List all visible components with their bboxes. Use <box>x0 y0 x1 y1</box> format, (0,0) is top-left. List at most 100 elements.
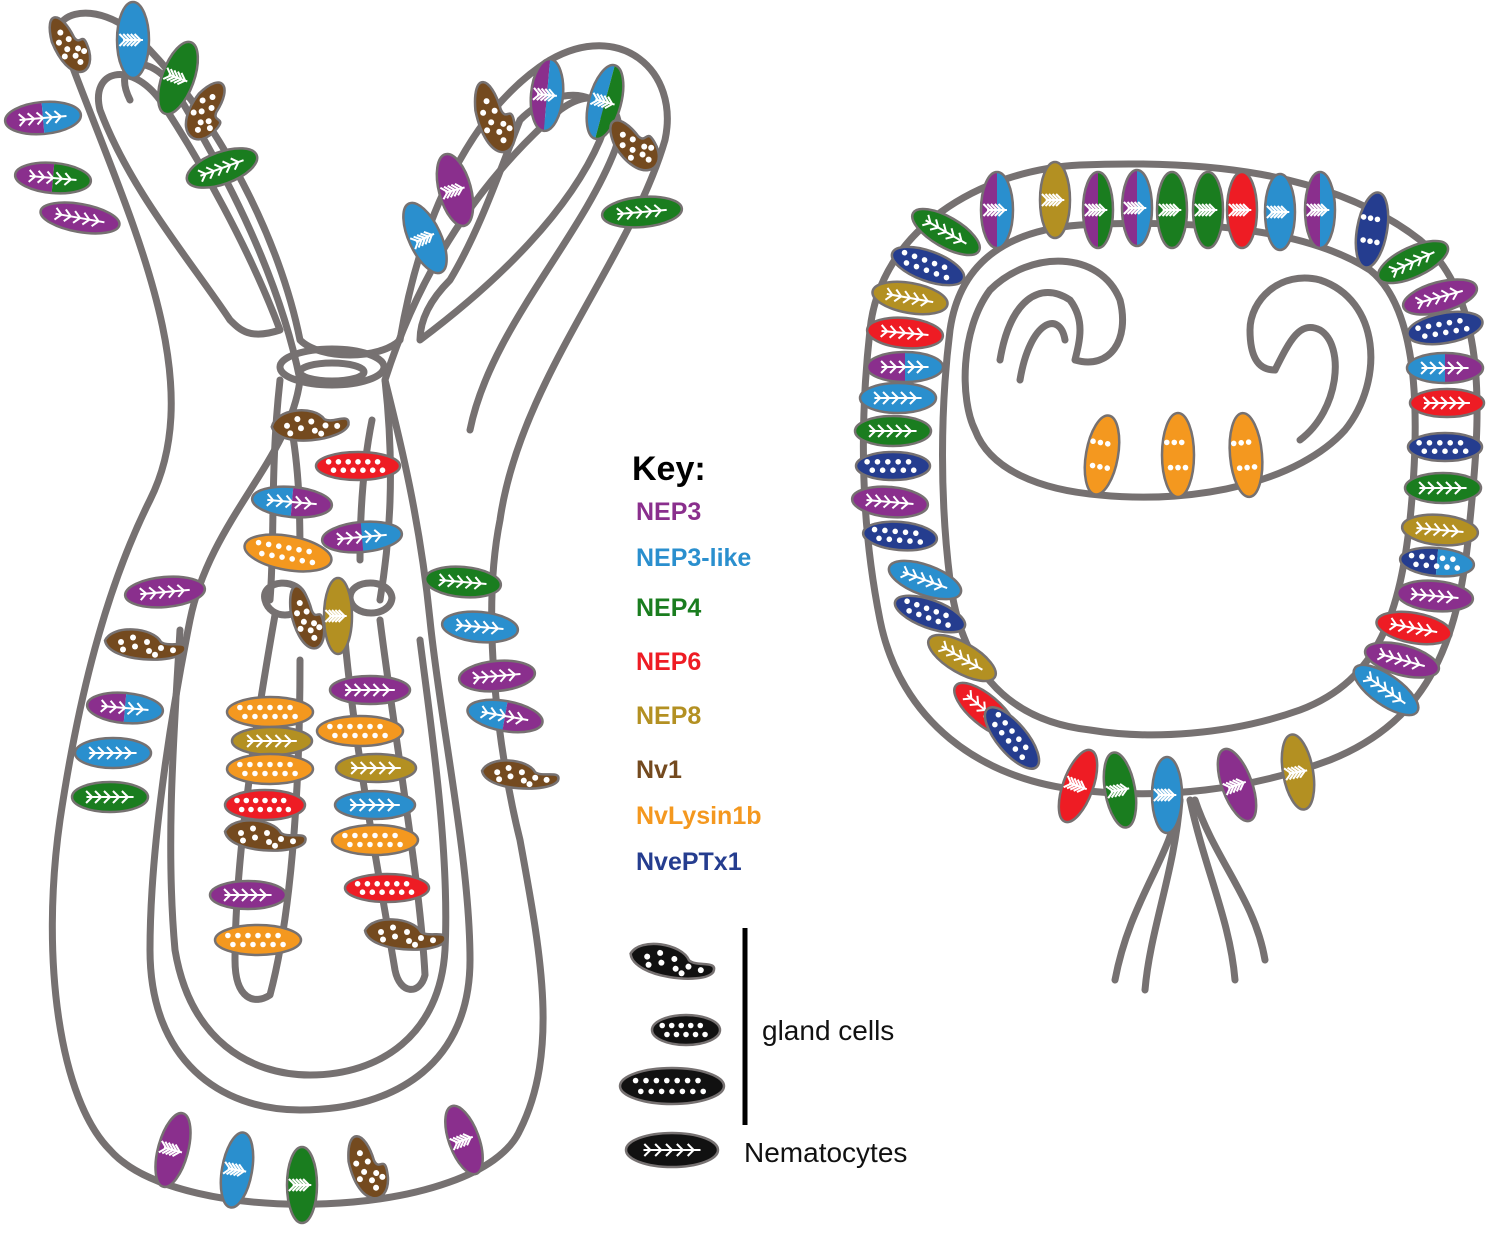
nveptx1-gland-cell <box>893 594 967 634</box>
nep3-like-nematocyte <box>1405 351 1485 385</box>
nep6-gland-cell <box>314 450 402 482</box>
nep4-nematocyte <box>156 40 200 116</box>
nep3-like-nematocyte <box>73 736 153 770</box>
nvlysin1b-gland-cell <box>315 714 405 748</box>
nv1-gland-cell <box>103 628 187 661</box>
nep8-nematocyte <box>871 280 949 316</box>
nv1-gland-cell <box>363 918 447 951</box>
key-item-nep3: NEP3 <box>636 498 701 526</box>
nveptx1-gland-cell <box>1398 544 1476 580</box>
nep8-nematocyte <box>322 576 354 656</box>
nep4-nematocyte <box>1403 471 1483 505</box>
nep3-like-nematocyte <box>1352 663 1420 717</box>
legend-small-gland-cell <box>650 1013 722 1047</box>
nep4-nematocyte <box>185 147 259 189</box>
nep3-nematocyte <box>457 659 537 693</box>
key-item-nep6: NEP6 <box>636 648 701 676</box>
nv1-gland-cell <box>184 81 226 141</box>
nep3-nematocyte <box>1303 170 1337 250</box>
nv1-gland-cell <box>609 119 660 172</box>
nep8-nematocyte <box>334 752 418 784</box>
key-item-nep8: NEP8 <box>636 702 701 730</box>
nep3-like-nematocyte <box>1150 755 1184 835</box>
nep3-nematocyte <box>39 201 121 235</box>
legend-droplet-gland-cell <box>629 942 716 980</box>
nv1-gland-cell <box>480 759 560 790</box>
key-item-nvlysin1b: NvLysin1b <box>636 802 762 830</box>
nep4-nematocyte <box>1155 170 1189 250</box>
nveptx1-gland-cell <box>861 520 939 552</box>
nep3-nematocyte <box>1363 641 1441 679</box>
nep6-nematocyte <box>1057 748 1099 824</box>
nv1-gland-cell <box>48 16 92 74</box>
nep6-nematocyte <box>1375 610 1453 646</box>
nep4-nematocyte <box>70 780 150 814</box>
nep3-nematocyte <box>850 485 930 519</box>
nep3-nematocyte <box>444 1104 484 1176</box>
nep3-nematocyte <box>1401 278 1479 316</box>
nep3-like-nematocyte <box>250 483 334 521</box>
nvlysin1b-gland-cell <box>213 923 303 957</box>
nvlysin1b-gland-cell <box>225 752 315 786</box>
gland-cells-label: gland cells <box>762 1015 894 1046</box>
nep3-like-nematocyte <box>115 0 151 80</box>
nep8-nematocyte <box>230 725 314 757</box>
nep4-nematocyte <box>600 195 684 229</box>
nep8-nematocyte <box>1280 733 1316 811</box>
nvlysin1b-gland-cell <box>1228 411 1264 499</box>
nep3-nematocyte <box>328 674 412 706</box>
nep3-nematocyte <box>435 152 475 228</box>
nep4-nematocyte <box>285 1145 319 1225</box>
nep8-nematocyte <box>926 633 998 683</box>
nep4-nematocyte <box>910 207 982 257</box>
cell-type-legend: gland cells Nematocytes <box>618 928 907 1169</box>
nep6-nematocyte <box>1408 387 1486 419</box>
nep4-nematocyte <box>853 414 933 448</box>
key-item-nep4: NEP4 <box>636 594 701 622</box>
nveptx1-gland-cell <box>890 245 966 287</box>
nep3-like-nematocyte <box>1263 172 1297 252</box>
nep3-nematocyte <box>154 1111 192 1189</box>
nep3-nematocyte <box>527 57 567 133</box>
nep8-nematocyte <box>1400 513 1480 547</box>
polyp-body-outline <box>48 9 671 1208</box>
key-title: Key: <box>632 450 706 488</box>
nep3-nematocyte <box>1395 579 1475 613</box>
cell-layer <box>3 0 1486 1225</box>
nep3-like-nematocyte <box>464 694 546 738</box>
nep3-nematocyte <box>3 98 83 138</box>
key-item-nep3-like: NEP3-like <box>636 544 751 572</box>
nep3-nematocyte <box>1081 170 1115 250</box>
nveptx1-gland-cell <box>1354 191 1390 269</box>
nvlysin1b-gland-cell <box>1083 414 1121 496</box>
nep6-nematocyte <box>1225 170 1259 250</box>
nep6-gland-cell <box>223 788 307 822</box>
nv1-gland-cell <box>223 819 307 852</box>
nep3-nematocyte <box>13 159 93 197</box>
nep6-nematocyte <box>865 316 945 350</box>
nv1-gland-cell <box>473 80 517 154</box>
nvlysin1b-gland-cell <box>1160 411 1196 499</box>
nveptx1-gland-cell <box>854 450 932 482</box>
nvlysin1b-gland-cell <box>330 823 420 857</box>
nematocytes-label: Nematocytes <box>744 1137 907 1168</box>
nveptx1-gland-cell <box>1406 431 1484 463</box>
nep3-nematocyte <box>320 518 404 556</box>
nep3-like-nematocyte <box>440 610 520 644</box>
legend-large-gland-cell <box>618 1066 726 1106</box>
nep3-nematocyte <box>208 879 288 911</box>
nep3-nematocyte <box>1216 747 1258 823</box>
legend-nematocyte <box>624 1131 720 1169</box>
planula-body-outline <box>859 160 1481 994</box>
nvlysin1b-gland-cell <box>243 533 333 573</box>
nep3-nematocyte <box>85 689 165 727</box>
nv1-gland-cell <box>288 584 326 650</box>
nep4-nematocyte <box>1376 239 1450 285</box>
nep3-like-nematocyte <box>219 1131 255 1209</box>
nvlysin1b-gland-cell <box>225 695 315 729</box>
nep3-nematocyte <box>1120 168 1154 248</box>
nep3-nematocyte <box>123 575 207 609</box>
nep3-like-nematocyte <box>887 559 963 601</box>
nep8-nematocyte <box>1038 160 1072 240</box>
